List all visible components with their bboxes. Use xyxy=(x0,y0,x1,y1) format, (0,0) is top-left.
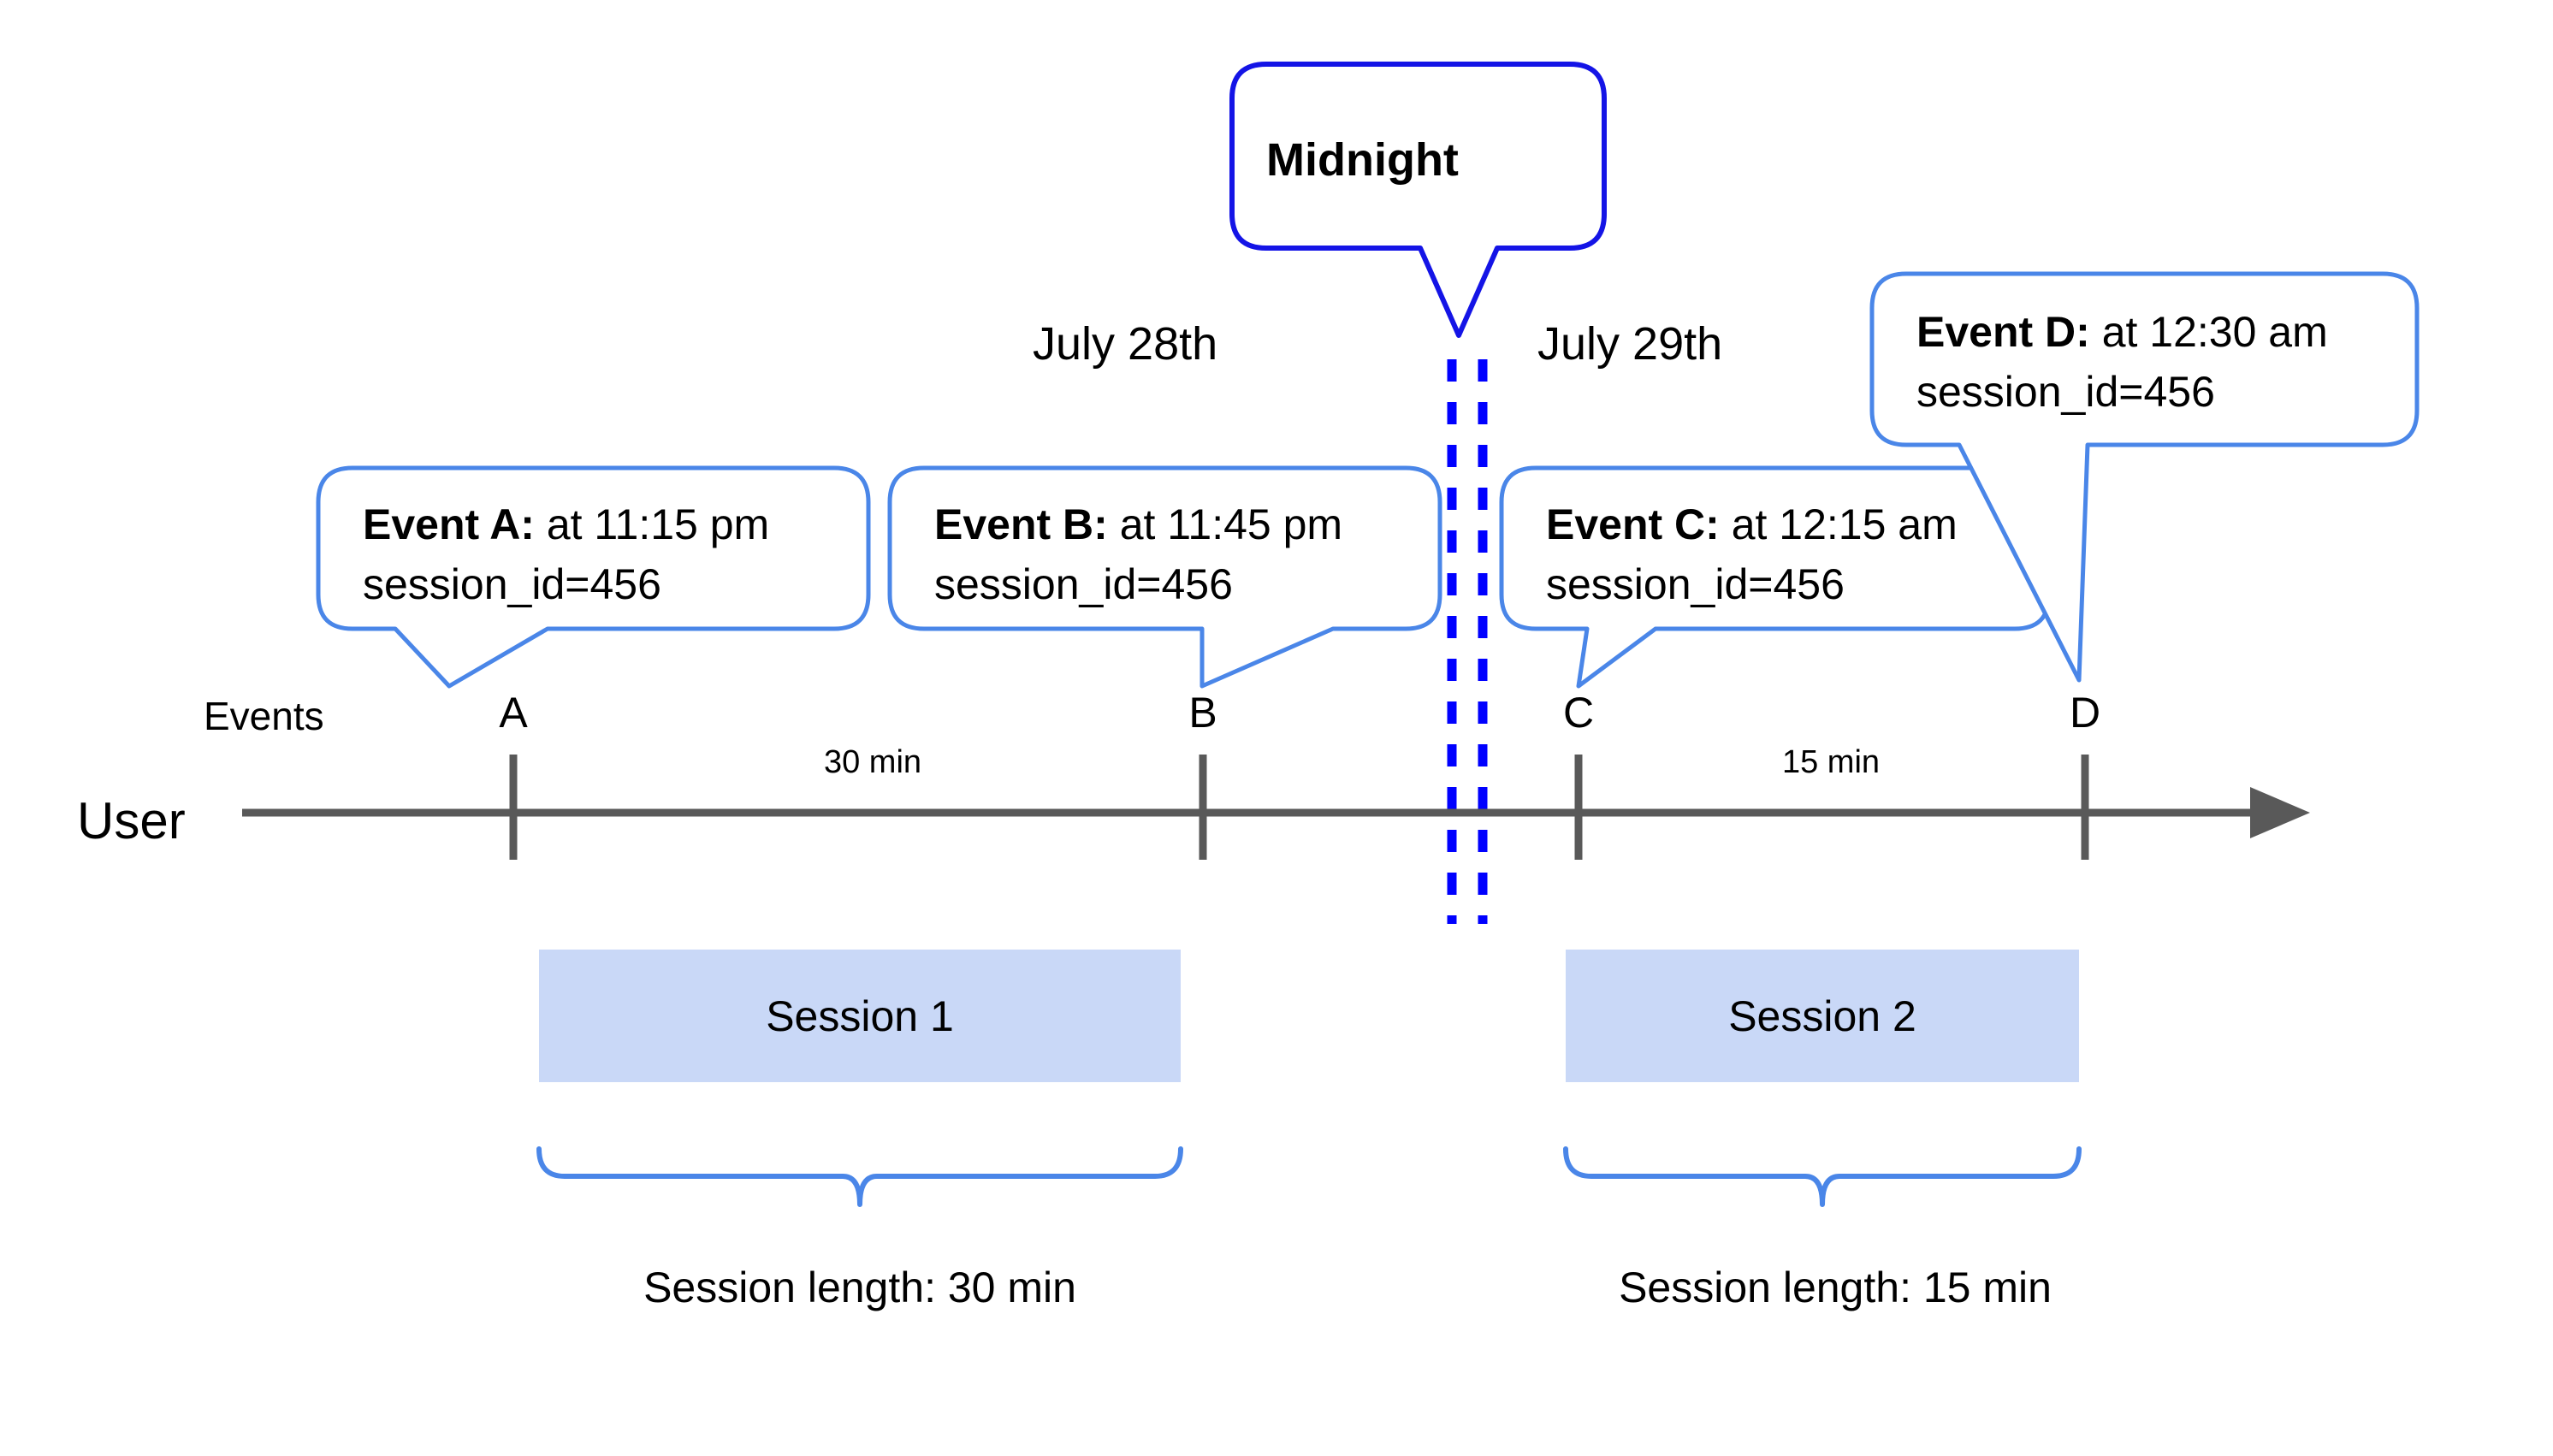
tick-label-b: B xyxy=(1188,689,1217,737)
event-a-session: session_id=456 xyxy=(363,560,661,608)
midnight-callout[interactable]: Midnight xyxy=(1229,62,1607,338)
event-c-bold: Event C: xyxy=(1546,500,1720,548)
event-callout-a[interactable]: Event A: at 11:15 pm session_id=456 xyxy=(316,465,871,689)
event-b-bold: Event B: xyxy=(934,500,1108,548)
event-callout-d[interactable]: Event D: at 12:30 am session_id=456 xyxy=(1869,271,2420,683)
event-b-line1: Event B: at 11:45 pm xyxy=(934,500,1342,548)
event-a-bold: Event A: xyxy=(363,500,535,548)
event-callout-b[interactable]: Event B: at 11:45 pm session_id=456 xyxy=(887,465,1442,689)
event-d-line1: Event D: at 12:30 am xyxy=(1916,308,2328,356)
session-block-2[interactable]: Session 2 Session length: 15 min xyxy=(1563,950,2082,1311)
tick-labels: A B C D xyxy=(499,689,2100,737)
event-d-time: at 12:30 am xyxy=(2090,308,2328,356)
date-label-july-29: July 29th xyxy=(1537,318,1722,370)
midnight-bubble-shape xyxy=(1229,62,1607,338)
duration-label-30-min: 30 min xyxy=(824,744,921,780)
duration-labels: 30 min 15 min xyxy=(824,744,1880,780)
event-c-time: at 12:15 am xyxy=(1720,500,1958,548)
tick-label-a: A xyxy=(499,689,528,737)
event-b-bubble-shape xyxy=(887,465,1442,689)
event-b-time: at 11:45 pm xyxy=(1108,500,1342,548)
session-2-box xyxy=(1566,950,2079,1082)
tick-label-c: C xyxy=(1563,689,1594,737)
session-block-1[interactable]: Session 1 Session length: 30 min xyxy=(536,950,1183,1311)
tick-label-d: D xyxy=(2070,689,2100,737)
session-1-brace xyxy=(536,1146,1183,1207)
session-2-label: Session 2 xyxy=(1728,992,1916,1040)
event-d-bold: Event D: xyxy=(1916,308,2090,356)
date-label-july-28: July 28th xyxy=(1033,318,1217,370)
event-a-time: at 11:15 pm xyxy=(535,500,769,548)
event-c-session: session_id=456 xyxy=(1546,560,1845,608)
midnight-divider xyxy=(1447,359,1488,924)
session-1-label: Session 1 xyxy=(766,992,954,1040)
event-c-line1: Event C: at 12:15 am xyxy=(1546,500,1958,548)
session-1-box xyxy=(539,950,1181,1082)
event-d-bubble-shape xyxy=(1869,271,2420,683)
event-a-bubble-shape xyxy=(316,465,871,689)
lane-label-events: Events xyxy=(204,694,324,738)
timeline-arrow-icon xyxy=(2250,787,2310,838)
session-2-brace xyxy=(1563,1146,2082,1207)
session-2-length-label: Session length: 15 min xyxy=(1619,1264,2052,1311)
event-b-session: session_id=456 xyxy=(934,560,1233,608)
event-a-line1: Event A: at 11:15 pm xyxy=(363,500,769,548)
timeline-ticks xyxy=(509,755,2089,860)
duration-label-15-min: 15 min xyxy=(1782,744,1880,780)
lane-label-user: User xyxy=(77,792,186,849)
event-d-session: session_id=456 xyxy=(1916,368,2215,416)
midnight-label: Midnight xyxy=(1266,134,1459,186)
date-labels: July 28th July 29th xyxy=(1033,318,1722,370)
event-callout-c[interactable]: Event C: at 12:15 am session_id=456 xyxy=(1499,465,2052,689)
session-1-length-label: Session length: 30 min xyxy=(643,1264,1076,1311)
timeline-axis xyxy=(242,787,2310,838)
